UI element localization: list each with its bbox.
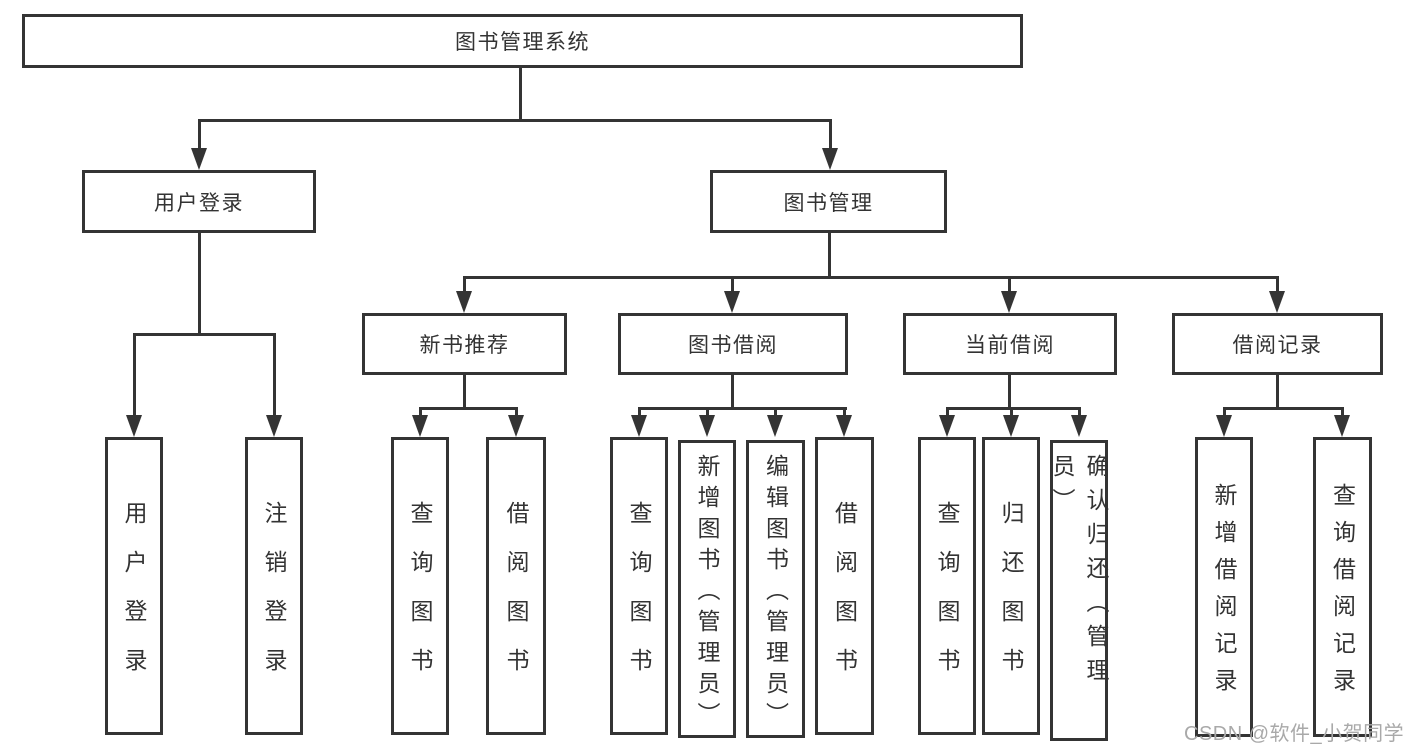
leaf-borrow-books-recommend: 借阅图书 xyxy=(486,437,546,735)
edge-to-current-borrow xyxy=(1008,276,1011,293)
node-user-login: 用户登录 xyxy=(82,170,316,233)
edge-leaf-stem xyxy=(946,407,949,419)
arrow-down-icon xyxy=(767,415,783,437)
leaf-query-borrow-record: 查询借阅记录 xyxy=(1313,437,1372,737)
arrow-down-icon xyxy=(939,415,955,437)
watermark: CSDN @软件_小贺同学 xyxy=(1184,723,1405,745)
arrow-down-icon xyxy=(412,415,428,437)
edge-leaf-stem xyxy=(1078,407,1081,419)
leaf-edit-books-admin: 编辑图书（管理员） xyxy=(746,440,805,738)
edge-borrow-rail xyxy=(638,407,847,410)
leaf-confirm-return-admin: 确认归还（管理员） xyxy=(1049,440,1109,741)
leaf-return-books: 归还图书 xyxy=(982,437,1040,735)
arrow-down-icon xyxy=(1003,415,1019,437)
node-borrow-records: 借阅记录 xyxy=(1172,313,1383,375)
arrow-down-icon xyxy=(836,415,852,437)
leaf-borrow-books: 借阅图书 xyxy=(815,437,874,735)
arrow-down-icon xyxy=(1334,415,1350,437)
edge-to-new-book-recommend xyxy=(463,276,466,293)
arrow-down-icon xyxy=(191,148,207,170)
node-new-book-recommend: 新书推荐 xyxy=(362,313,567,375)
edge-current-rail xyxy=(946,407,1080,410)
arrow-down-icon xyxy=(508,415,524,437)
arrow-down-icon xyxy=(699,415,715,437)
edge-leaf-stem xyxy=(419,407,422,419)
node-library-system: 图书管理系统 xyxy=(22,14,1023,68)
edge-records-stub xyxy=(1276,375,1279,409)
arrow-down-icon xyxy=(1071,415,1087,437)
edge-root-rail xyxy=(198,119,832,122)
edge-leaf-stem xyxy=(774,407,777,419)
arrow-down-icon xyxy=(266,415,282,437)
arrow-down-icon xyxy=(822,148,838,170)
edge-leaf-stem xyxy=(1223,407,1226,419)
edge-to-user-login xyxy=(198,119,201,152)
edge-root-stub xyxy=(519,68,522,121)
edge-leaf-stem xyxy=(706,407,709,419)
arrow-down-icon xyxy=(126,415,142,437)
node-book-borrow: 图书借阅 xyxy=(618,313,848,375)
edge-to-leaf-user-login xyxy=(133,333,136,417)
leaf-user-login: 用户登录 xyxy=(105,437,163,735)
edge-leaf-stem xyxy=(515,407,518,419)
edge-current-stub xyxy=(1008,375,1011,409)
edge-to-book-borrow xyxy=(731,276,734,293)
edge-leaf-stem xyxy=(638,407,641,419)
leaf-add-books-admin: 新增图书（管理员） xyxy=(678,440,736,738)
edge-to-borrow-records xyxy=(1276,276,1279,293)
edge-recommend-rail xyxy=(419,407,518,410)
leaf-query-books-borrow: 查询图书 xyxy=(610,437,668,735)
edge-records-rail xyxy=(1223,407,1344,410)
arrow-down-icon xyxy=(1216,415,1232,437)
edge-leaf-stem xyxy=(843,407,846,419)
arrow-down-icon xyxy=(1269,291,1285,313)
edge-borrow-stub xyxy=(731,375,734,409)
edge-leaf-stem xyxy=(1341,407,1344,419)
edge-user-login-stub xyxy=(198,233,201,335)
arrow-down-icon xyxy=(456,291,472,313)
node-book-management: 图书管理 xyxy=(710,170,947,233)
leaf-query-books-recommend: 查询图书 xyxy=(391,437,449,735)
node-current-borrow: 当前借阅 xyxy=(903,313,1117,375)
leaf-query-books-current: 查询图书 xyxy=(918,437,976,735)
edge-book-mgmt-stub xyxy=(828,233,831,278)
edge-to-leaf-logout xyxy=(273,333,276,417)
edge-user-login-rail xyxy=(133,333,276,336)
edge-leaf-stem xyxy=(1010,407,1013,419)
leaf-logout: 注销登录 xyxy=(245,437,303,735)
arrow-down-icon xyxy=(724,291,740,313)
edge-recommend-stub xyxy=(463,375,466,409)
leaf-add-borrow-record: 新增借阅记录 xyxy=(1195,437,1253,737)
edge-book-mgmt-rail xyxy=(463,276,1279,279)
edge-to-book-management xyxy=(829,119,832,152)
arrow-down-icon xyxy=(1001,291,1017,313)
arrow-down-icon xyxy=(631,415,647,437)
